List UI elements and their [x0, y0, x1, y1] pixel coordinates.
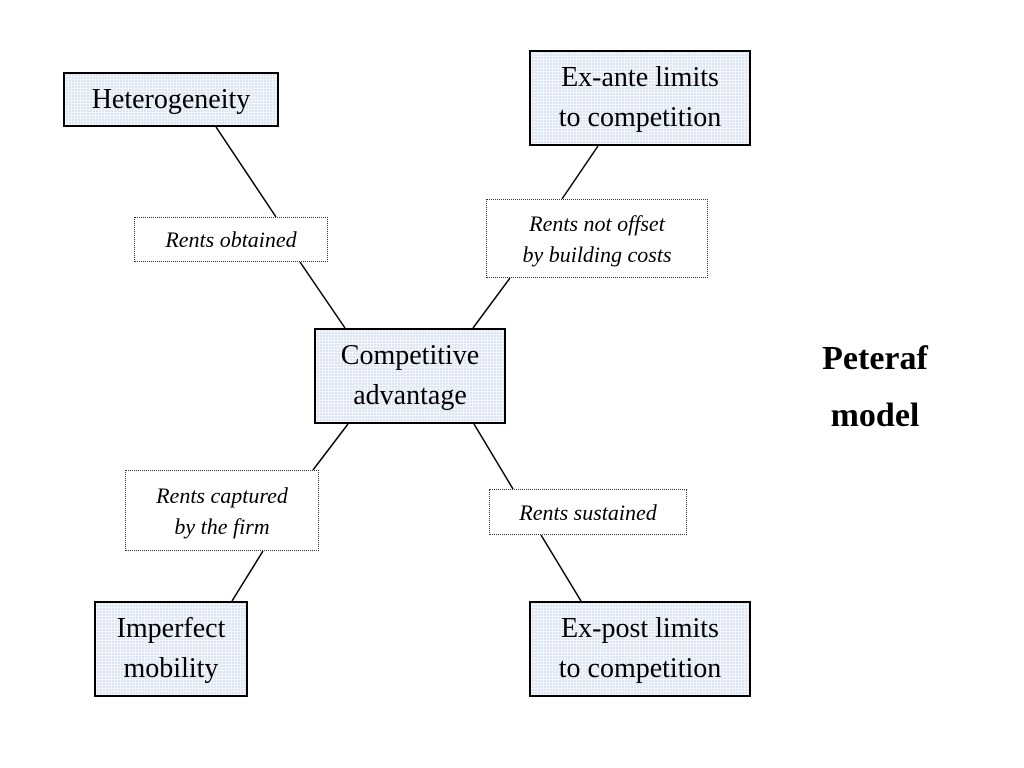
node-heterogeneity: Heterogeneity — [63, 72, 279, 127]
label-rents-sustained: Rents sustained — [489, 489, 687, 535]
line-competitive-advantage-to-rents-sustained — [473, 423, 514, 490]
line-rents-obtained-to-competitive-advantage — [299, 261, 346, 329]
label-rents-obtained: Rents obtained — [134, 217, 328, 262]
label-rents-captured: Rents captured by the firm — [125, 470, 319, 551]
model-title: Peteraf model — [822, 340, 928, 434]
line-heterogeneity-to-rents-obtained — [215, 126, 277, 218]
line-rents-not-offset-to-competitive-advantage — [472, 277, 511, 329]
node-competitive-advantage: Competitive advantage — [314, 328, 506, 424]
node-imperfect-mobility: Imperfect mobility — [94, 601, 248, 697]
line-competitive-advantage-to-rents-captured — [312, 423, 349, 471]
line-rents-sustained-to-ex-post — [540, 534, 582, 602]
label-rents-not-offset: Rents not offset by building costs — [486, 199, 708, 278]
line-ex-ante-to-rents-not-offset — [561, 145, 599, 200]
line-rents-captured-to-imperfect-mobility — [231, 550, 264, 602]
node-ex-ante-limits: Ex-ante limits to competition — [529, 50, 751, 146]
node-ex-post-limits: Ex-post limits to competition — [529, 601, 751, 697]
